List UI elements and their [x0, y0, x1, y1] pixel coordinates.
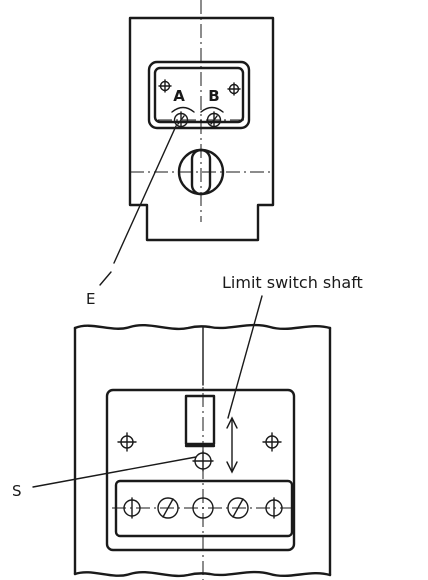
top-right-fixing-screw [227, 82, 241, 96]
top-cover-plate-inner [153, 66, 245, 124]
adjust-arrow-b [200, 106, 224, 113]
terminal-screw-5 [265, 497, 283, 519]
label-s: S [12, 482, 22, 500]
adjust-arrow-a [171, 106, 195, 113]
label-limit-switch-shaft: Limit switch shaft [222, 273, 363, 292]
movement-double-arrow [226, 416, 238, 474]
top-housing-outline [128, 16, 275, 242]
bottom-right-fixing-screw [262, 432, 282, 452]
terminal-screw-2 [157, 497, 179, 519]
label-b: B [208, 87, 219, 105]
top-view: A B [128, 0, 275, 242]
leader-line-s [32, 456, 197, 488]
terminal-screw-3 [192, 497, 214, 519]
label-a: A [173, 87, 185, 105]
leader-line-e-end [99, 271, 112, 286]
bottom-mounting-plate [105, 388, 296, 552]
top-left-fixing-screw [158, 79, 172, 93]
bottom-left-fixing-screw [117, 432, 137, 452]
top-cover-plate-outer [147, 60, 251, 130]
limit-switch-lever [184, 394, 216, 446]
bottom-bottom-break-line [73, 570, 332, 578]
label-e: E [86, 290, 95, 308]
bottom-top-break-line [73, 323, 332, 331]
terminal-screw-1 [123, 497, 141, 519]
terminal-screw-4 [227, 497, 249, 519]
bottom-view [73, 323, 332, 580]
adjusting-screw-b [206, 111, 222, 129]
adjusting-screw-a [173, 111, 189, 129]
screw-s [192, 450, 214, 472]
leader-line-limit-switch-shaft [227, 295, 263, 419]
leader-line-e [113, 125, 177, 264]
